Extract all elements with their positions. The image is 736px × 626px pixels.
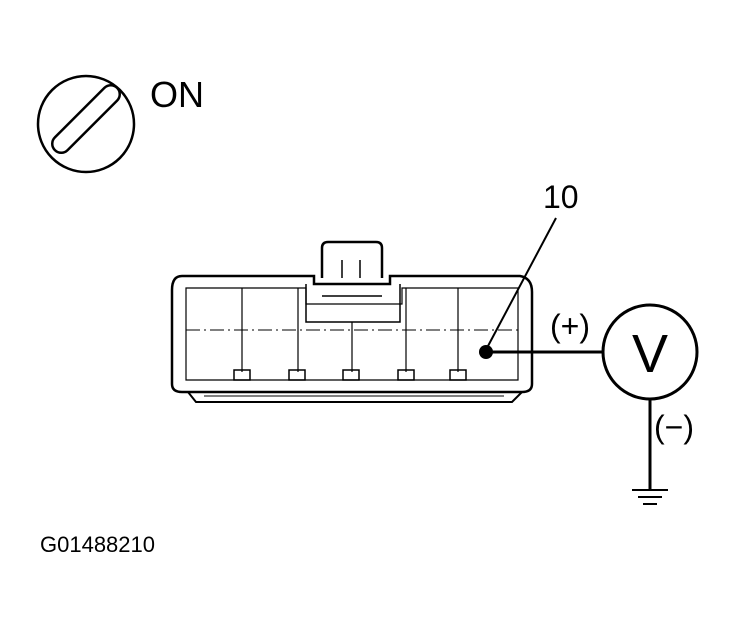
terminal-pin [288,369,306,381]
ground-icon [632,489,668,505]
terminal-pin [233,369,251,381]
positive-label: (+) [550,308,590,344]
connector-latch [320,240,384,278]
figure-code: G01488210 [40,532,155,557]
terminal-pin [342,369,360,381]
ignition-key-icon [36,74,136,174]
voltmeter-icon: V [601,303,699,401]
terminal-leader-line [487,217,557,347]
voltmeter-symbol: V [632,324,668,384]
terminal-number-label: 10 [543,179,579,215]
negative-label: (−) [654,409,694,445]
terminal-pin [449,369,467,381]
connector-icon [170,240,534,403]
terminal-pin [397,369,415,381]
ignition-state-label: ON [150,74,204,115]
